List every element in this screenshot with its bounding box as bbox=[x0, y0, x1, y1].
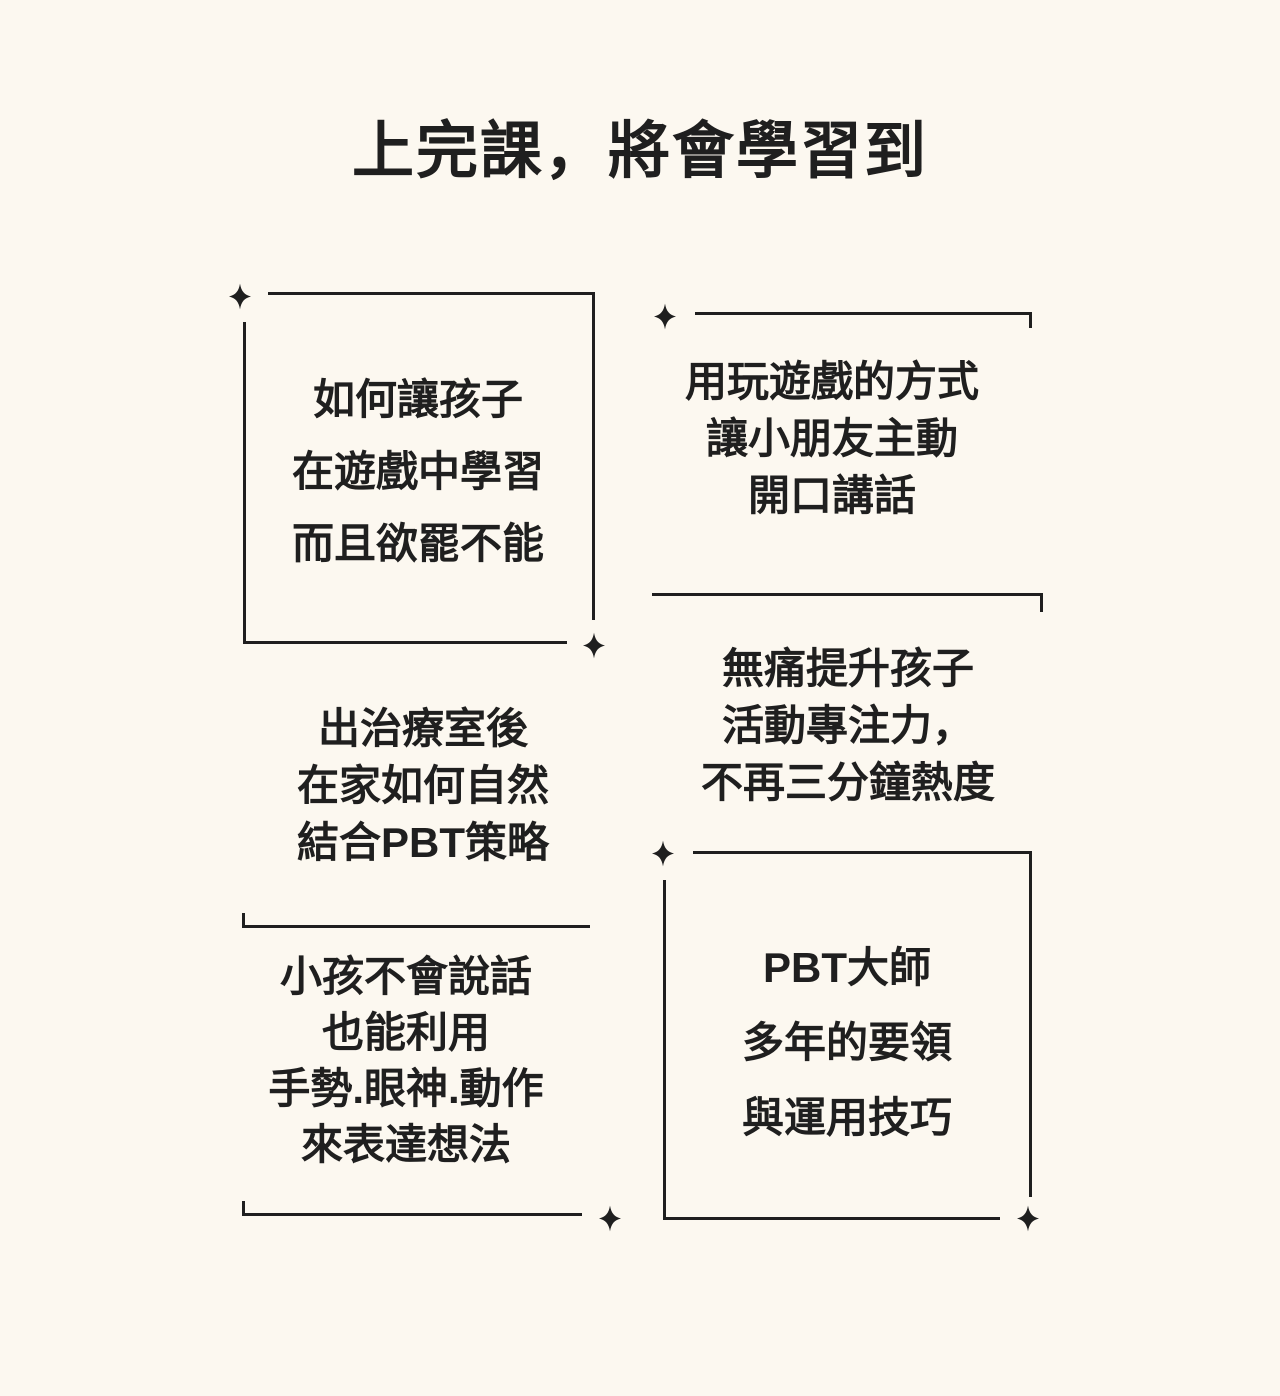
card-text-line: 在家如何自然 bbox=[296, 762, 549, 809]
frame-top-rule bbox=[652, 593, 1043, 612]
card-text-line: 結合PBT策略 bbox=[296, 819, 549, 866]
card-nonverbal-expression: 小孩不會說話 也能利用 手勢.眼神.動作 來表達想法 bbox=[230, 949, 582, 1173]
sparkle-icon bbox=[652, 840, 674, 867]
sparkle-icon bbox=[583, 632, 605, 659]
card-text-line: PBT大師 bbox=[762, 944, 931, 991]
page-title: 上完課，將會學習到 bbox=[351, 117, 928, 186]
card-text-line: 讓小朋友主動 bbox=[705, 415, 958, 462]
card-text-line: 無痛提升孩子 bbox=[721, 645, 974, 692]
frame-bracket-bottom-left bbox=[243, 322, 567, 644]
frame-bottom-rule bbox=[242, 1201, 582, 1216]
frame-top-rule bbox=[242, 913, 590, 928]
card-pbt-at-home: 出治療室後 在家如何自然 結合PBT策略 bbox=[248, 700, 598, 871]
card-text-line: 出治療室後 bbox=[317, 705, 528, 752]
sparkle-icon bbox=[229, 283, 251, 310]
sparkle-icon bbox=[654, 303, 676, 330]
card-text-line: 用玩遊戲的方式 bbox=[684, 358, 979, 405]
card-text-line: 多年的要領 bbox=[741, 1019, 952, 1066]
card-text-line: 來表達想法 bbox=[300, 1121, 511, 1168]
sparkle-icon bbox=[1017, 1205, 1039, 1232]
card-pbt-master-skills: PBT大師 多年的要領 與運用技巧 bbox=[672, 930, 1022, 1155]
card-focus-boost: 無痛提升孩子 活動專注力， 不再三分鐘熱度 bbox=[680, 640, 1016, 811]
frame-top-rule bbox=[695, 312, 1032, 328]
card-text-line: 與運用技巧 bbox=[741, 1094, 952, 1141]
card-text-line: 如何讓孩子 bbox=[312, 376, 523, 423]
frame-bracket-top-right bbox=[693, 851, 1032, 1197]
card-text-line: 也能利用 bbox=[321, 1009, 490, 1056]
card-text-line: 小孩不會說話 bbox=[279, 953, 532, 1000]
frame-bracket-bottom-left bbox=[663, 880, 1000, 1220]
card-text-line: 而且欲罷不能 bbox=[291, 520, 544, 567]
card-text-line: 活動專注力， bbox=[721, 702, 974, 749]
sparkle-icon bbox=[599, 1205, 621, 1232]
card-text-line: 手勢.眼神.動作 bbox=[268, 1065, 544, 1112]
frame-bracket-top-right bbox=[268, 292, 595, 620]
card-text-line: 不再三分鐘熱度 bbox=[700, 759, 995, 806]
card-learn-in-games: 如何讓孩子 在遊戲中學習 而且欲罷不能 bbox=[243, 364, 593, 580]
card-text-line: 在遊戲中學習 bbox=[291, 448, 544, 495]
card-text-line: 開口講話 bbox=[747, 472, 916, 519]
card-kids-speak-up: 用玩遊戲的方式 讓小朋友主動 開口講話 bbox=[665, 353, 999, 524]
